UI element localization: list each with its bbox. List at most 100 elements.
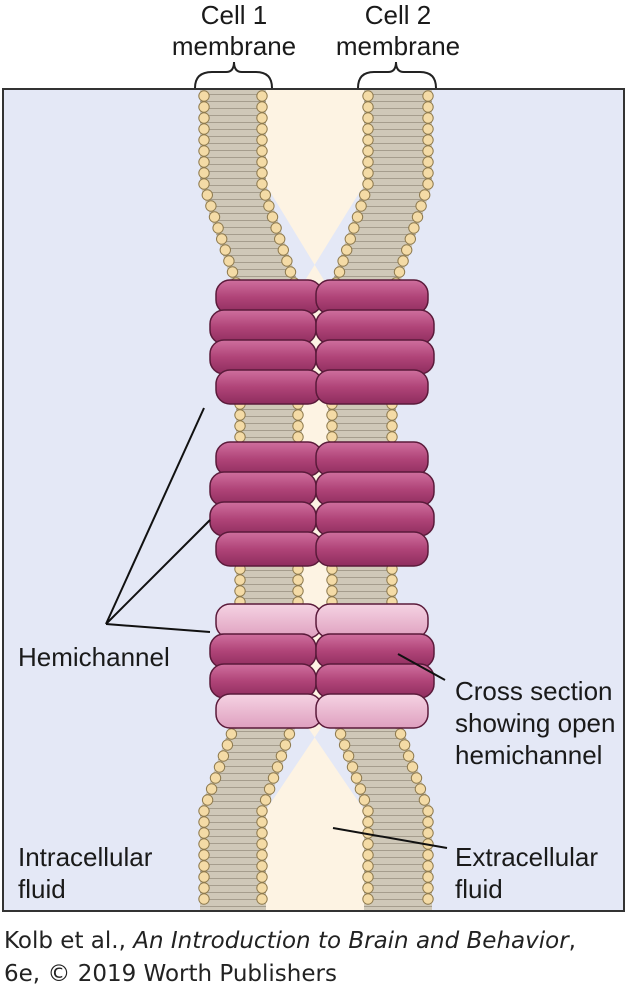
lipid-head (256, 882, 268, 894)
lipid-head (198, 849, 210, 861)
lipid-head (234, 409, 246, 421)
lipid-head (198, 816, 210, 828)
cell2-label-line1: Cell 2 (365, 0, 431, 30)
lipid-head (275, 750, 288, 762)
open-hemichannel-subunit (315, 693, 429, 729)
lipid-head (198, 805, 210, 817)
lipid-head (394, 728, 407, 740)
lipid-head (362, 893, 374, 905)
lipid-head (362, 156, 374, 168)
lipid-head (209, 772, 222, 784)
lipid-head (213, 761, 226, 773)
lipid-head (292, 409, 304, 421)
lipid-head (201, 794, 214, 806)
lipid-head (414, 783, 427, 795)
open-hemichannel-subunit (215, 693, 323, 729)
lipid-head (292, 431, 304, 443)
connexin-subunit (215, 441, 323, 477)
connexin-subunit (215, 279, 323, 315)
connexin-subunit (315, 339, 435, 375)
cross-section-leader (397, 653, 446, 681)
lipid-head (271, 761, 284, 773)
lipid-head (279, 739, 292, 751)
lipid-head (418, 794, 431, 806)
connexin-subunit (209, 663, 317, 699)
lipid-head (362, 838, 374, 850)
lipid-head (326, 420, 338, 432)
lipid-head (326, 409, 338, 421)
lipid-head (362, 112, 374, 124)
lipid-head (386, 409, 398, 421)
lipid-head (234, 431, 246, 443)
lipid-head (198, 101, 210, 113)
lipid-head (422, 90, 434, 102)
lipid-head (338, 739, 351, 751)
lipid-head (326, 431, 338, 443)
lipid-head (351, 211, 364, 223)
lipid-head (256, 101, 268, 113)
hemichannel-leader-2 (105, 519, 211, 625)
lipid-head (408, 222, 420, 234)
lipid-head (198, 893, 210, 905)
lipid-head (292, 585, 304, 597)
connexin-subunit (209, 633, 317, 669)
lipid-head (212, 222, 224, 234)
connexin-subunit (209, 471, 317, 507)
lipid-head (198, 882, 210, 894)
intracellular-label-line1: Intracellular (18, 842, 153, 872)
lipid-head (256, 849, 268, 861)
cell1-label-line1: Cell 1 (201, 0, 267, 30)
lipid-head (256, 838, 268, 850)
lipid-head (422, 101, 434, 113)
hemichannel-leader-3 (105, 623, 211, 633)
intracellular-label-line2: fluid (18, 874, 66, 904)
lipid-head (359, 189, 371, 201)
lipid-head (198, 838, 210, 850)
lipid-head (362, 134, 374, 146)
lipid-head (326, 585, 338, 597)
credit-authors: Kolb et al., (4, 928, 134, 954)
lipid-head (198, 827, 210, 839)
lipid-head (198, 178, 210, 190)
extracellular-label-line1: Extracellular (455, 842, 598, 872)
lipid-head (263, 200, 275, 212)
lipid-head (362, 178, 374, 190)
lipid-head (217, 750, 230, 762)
lipid-head (419, 189, 431, 201)
lipid-head (198, 90, 210, 102)
lipid-head (362, 90, 374, 102)
lipid-head (404, 233, 416, 245)
lipid-head (422, 112, 434, 124)
lipid-head (422, 849, 434, 861)
lipid-head (422, 893, 434, 905)
lipid-head (406, 761, 419, 773)
lipid-head (198, 134, 210, 146)
lipid-head (208, 211, 221, 223)
lipid-head (234, 574, 246, 586)
cell2-membrane-brace (357, 61, 437, 89)
lipid-head (362, 871, 374, 883)
lipid-head (411, 211, 424, 223)
lipid-head (422, 167, 434, 179)
leader-lines (105, 407, 448, 849)
lipid-head (283, 728, 296, 740)
lipid-head (198, 156, 210, 168)
connexin-subunit (315, 369, 429, 405)
lipid-head (362, 805, 374, 817)
lipid-head (198, 123, 210, 135)
connexin-subunit (215, 369, 323, 405)
connexin-subunit (315, 663, 435, 699)
lipid-head (256, 112, 268, 124)
connexin-subunit (315, 309, 435, 345)
lipid-head (410, 772, 423, 784)
lipid-head (198, 145, 210, 157)
connexin-subunit (209, 339, 317, 375)
lipid-head (422, 145, 434, 157)
lipid-head (263, 783, 276, 795)
lipid-head (292, 420, 304, 432)
lipid-head (334, 728, 347, 740)
lipid-head (350, 772, 363, 784)
extracellular-label-line2: fluid (455, 874, 503, 904)
connexin-subunit (209, 309, 317, 345)
connexin-subunit (209, 501, 317, 537)
